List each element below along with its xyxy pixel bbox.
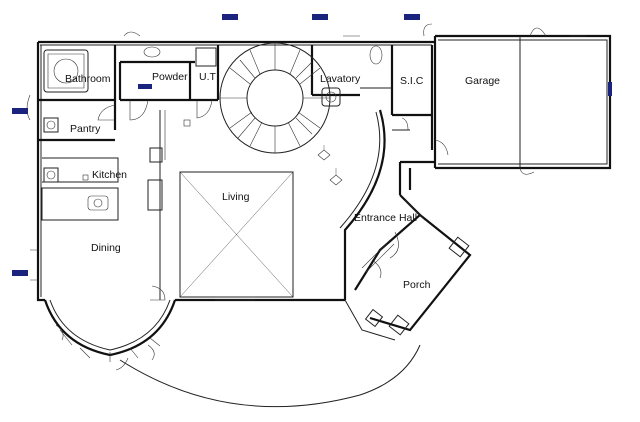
label-entrance-hall: Entrance Hall — [354, 212, 417, 224]
bay-window — [43, 299, 177, 371]
annotation-markers — [12, 14, 612, 276]
porch — [344, 194, 472, 341]
label-dining: Dining — [91, 242, 121, 254]
label-living: Living — [222, 191, 250, 203]
fixtures — [43, 45, 383, 183]
label-pantry: Pantry — [70, 123, 101, 135]
spiral-staircase — [219, 42, 331, 154]
label-lavatory: Lavatory — [320, 73, 361, 85]
label-garage: Garage — [465, 75, 500, 87]
label-kitchen: Kitchen — [92, 169, 127, 181]
label-porch: Porch — [403, 279, 431, 291]
label-ut: U.T — [199, 71, 217, 83]
bathtub — [43, 49, 89, 93]
label-powder: Powder — [152, 71, 188, 83]
label-bathroom: Bathroom — [65, 73, 111, 85]
exterior-walls — [36, 34, 612, 302]
interior-walls — [38, 45, 435, 300]
label-sic: S.I.C — [400, 75, 424, 87]
room-labels: Bathroom Powder U.T Lavatory S.I.C Garag… — [65, 71, 500, 291]
terrace-arc — [119, 344, 421, 408]
doors — [26, 23, 586, 301]
